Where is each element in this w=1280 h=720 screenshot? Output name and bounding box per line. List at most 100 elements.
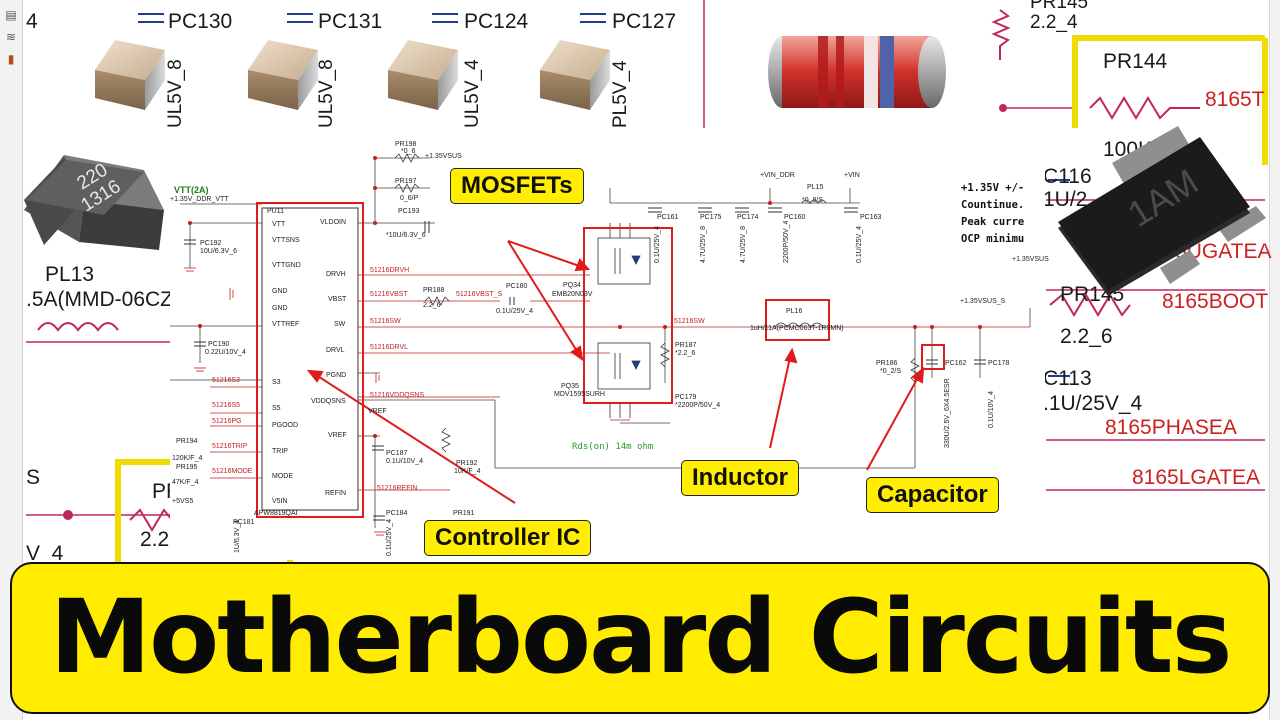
capacitor-highlight <box>921 344 945 370</box>
spec-line-4: OCP minimu <box>961 233 1025 245</box>
pq34-part: EMB20N03V <box>552 291 593 298</box>
ic-pin-left-7: S3 <box>272 379 281 386</box>
net-5vs5: +5VS5 <box>172 498 194 505</box>
pc184-value: 0.1U/25V_4 <box>386 519 393 556</box>
title-banner: Motherboard Circuits <box>10 562 1270 714</box>
ic-pin-left-10: TRIP <box>272 448 288 455</box>
pr195-value: 47K/F_4 <box>172 479 199 486</box>
bg-label-boot: 8165BOOT <box>1162 290 1269 313</box>
net-drvl: 51216DRVL <box>370 344 409 351</box>
melf-diode-illustration <box>768 36 946 108</box>
spec-line-2: Countinue. <box>961 199 1025 211</box>
pu11-label: PU11 <box>267 208 284 215</box>
ic-pin-right-9: REFIN <box>325 490 346 497</box>
callout-capacitor: Capacitor <box>866 477 999 513</box>
v135sus-s-label: +1.35VSUS_S <box>960 298 1006 305</box>
pr197-value: 0_6/P <box>400 195 419 202</box>
v135sus-label-2: +1.35VSUS <box>1012 256 1049 263</box>
bg-label-pc130: PC130 <box>168 10 233 33</box>
pr186-label: PR186 <box>876 360 898 367</box>
pr186-value: *0_2/S <box>880 368 902 375</box>
smd-capacitor-2 <box>248 40 318 110</box>
net-refin: 51216REFIN <box>377 485 418 492</box>
ic-pin-left-5: GND <box>272 305 288 312</box>
bg-label-pl13-val: .5A(MMD-06CZ <box>26 288 174 311</box>
pr197-label: PR197 <box>395 178 417 185</box>
pc181-label: PC181 <box>233 519 255 526</box>
bookmark-icon[interactable]: ▮ <box>7 52 15 66</box>
pc179-label: PC179 <box>675 394 697 401</box>
bg-label-lgatea: 8165LGATEA <box>1132 466 1261 489</box>
bg-label-pr-top: 2.2_4 <box>1030 12 1078 33</box>
page-icon[interactable]: ▤ <box>5 8 17 22</box>
pc174-value: 4.7U/25V_8 <box>740 226 747 263</box>
spec-line-3: Peak curre <box>961 216 1025 228</box>
pc162-value: 330U/2.5V_6X4.5ESR <box>944 378 951 448</box>
ic-pin-left-12: V5IN <box>272 498 288 505</box>
pr191-label: PR191 <box>453 510 475 517</box>
pr192-label: PR192 <box>456 460 478 467</box>
smd-capacitor-3 <box>388 40 458 110</box>
pr188-label: PR188 <box>423 287 445 294</box>
net-vbst: 51216VBST <box>370 291 408 298</box>
ic-pin-right-2: DRVH <box>326 271 346 278</box>
callout-inductor: Inductor <box>681 460 799 496</box>
pc192-value: 10U/6.3V_6 <box>200 248 237 255</box>
net-trip: 51216TRIP <box>212 443 248 450</box>
pc179-value: *2200P/50V_4 <box>675 402 721 409</box>
pr192-value: 10K/F_4 <box>454 468 481 475</box>
bg-label-4: 4 <box>26 10 38 33</box>
pc193-value: *10U/6.3V_6 <box>386 232 426 239</box>
pc193-label: PC193 <box>398 208 420 215</box>
viewer-scrollbar[interactable] <box>1269 0 1280 720</box>
pc178-label: PC178 <box>988 360 1010 367</box>
mosfets-highlight <box>583 227 673 404</box>
pc180-value: 0.1U/25V_4 <box>496 308 533 315</box>
pr188-value: 2.2_6 <box>423 302 441 309</box>
ic-pin-left-3: VTTGND <box>272 262 301 269</box>
inductor-highlight <box>765 299 830 341</box>
net-s5: 51216S5 <box>212 402 241 409</box>
pr195-label: PR195 <box>176 464 198 471</box>
ic-pin-right-4: SW <box>334 321 346 328</box>
net-mode: 51216MODE <box>212 468 253 475</box>
pc180-label: PC180 <box>506 283 528 290</box>
vddr-vtt-label: +1.35V_DDR_VTT <box>170 196 229 203</box>
ic-pin-left-4: GND <box>272 288 288 295</box>
pc181-value: 1U/6.3V_4 <box>234 519 241 553</box>
v135sus-label: +1.35VSUS <box>425 153 462 160</box>
net-vbst-s: 51216VBST_S <box>456 291 503 298</box>
callout-mosfets: MOSFETs <box>450 168 584 204</box>
bg-label-pc127: PC127 <box>612 10 677 33</box>
banner-title: Motherboard Circuits <box>49 578 1233 697</box>
smd-capacitor-4 <box>540 40 610 110</box>
pc160-label: PC160 <box>784 214 806 221</box>
net-sw: 51216SW <box>370 318 401 325</box>
vtt-label: VTT(2A) <box>174 185 209 195</box>
bg-label-8165t: 8165T <box>1205 88 1265 111</box>
bg-label-left-s: S <box>26 466 41 489</box>
bg-label-pr145-val: 2.2_6 <box>1060 325 1113 348</box>
bg-label-pl13: PL13 <box>45 263 95 286</box>
net-vddqsns: 51216VDDQSNS <box>370 392 425 399</box>
ic-pin-left-8: S5 <box>272 405 281 412</box>
ic-pin-right-3: VBST <box>328 296 347 303</box>
net-drvh: 51216DRVH <box>370 267 410 274</box>
ic-pin-left-1: VTT <box>272 221 286 228</box>
ic-pin-right-5: DRVL <box>326 347 345 354</box>
bg-label-c116-val: 1U/2 <box>1043 188 1088 211</box>
ic-pin-left-9: PGOOD <box>272 422 299 429</box>
power-inductor-illustration: 220 1316 <box>24 155 164 250</box>
pc163-label: PC163 <box>860 214 882 221</box>
pr194-value: 120K/F_4 <box>172 455 203 462</box>
pc190-label: PC190 <box>208 341 230 348</box>
bg-label-c113-val: .1U/25V_4 <box>1043 392 1143 415</box>
pc163-value: 0.1U/25V_4 <box>856 226 863 263</box>
pq35-label: PQ35 <box>561 383 579 390</box>
bg-label-pr-top2: PR145 <box>1030 0 1089 13</box>
smd-capacitor-1 <box>95 40 165 110</box>
ic-pin-right-8: VREF <box>328 432 347 439</box>
pr198-label: PR198 <box>395 141 417 148</box>
net-sw-right: 51216SW <box>674 318 705 325</box>
layers-icon[interactable]: ≋ <box>5 30 17 44</box>
